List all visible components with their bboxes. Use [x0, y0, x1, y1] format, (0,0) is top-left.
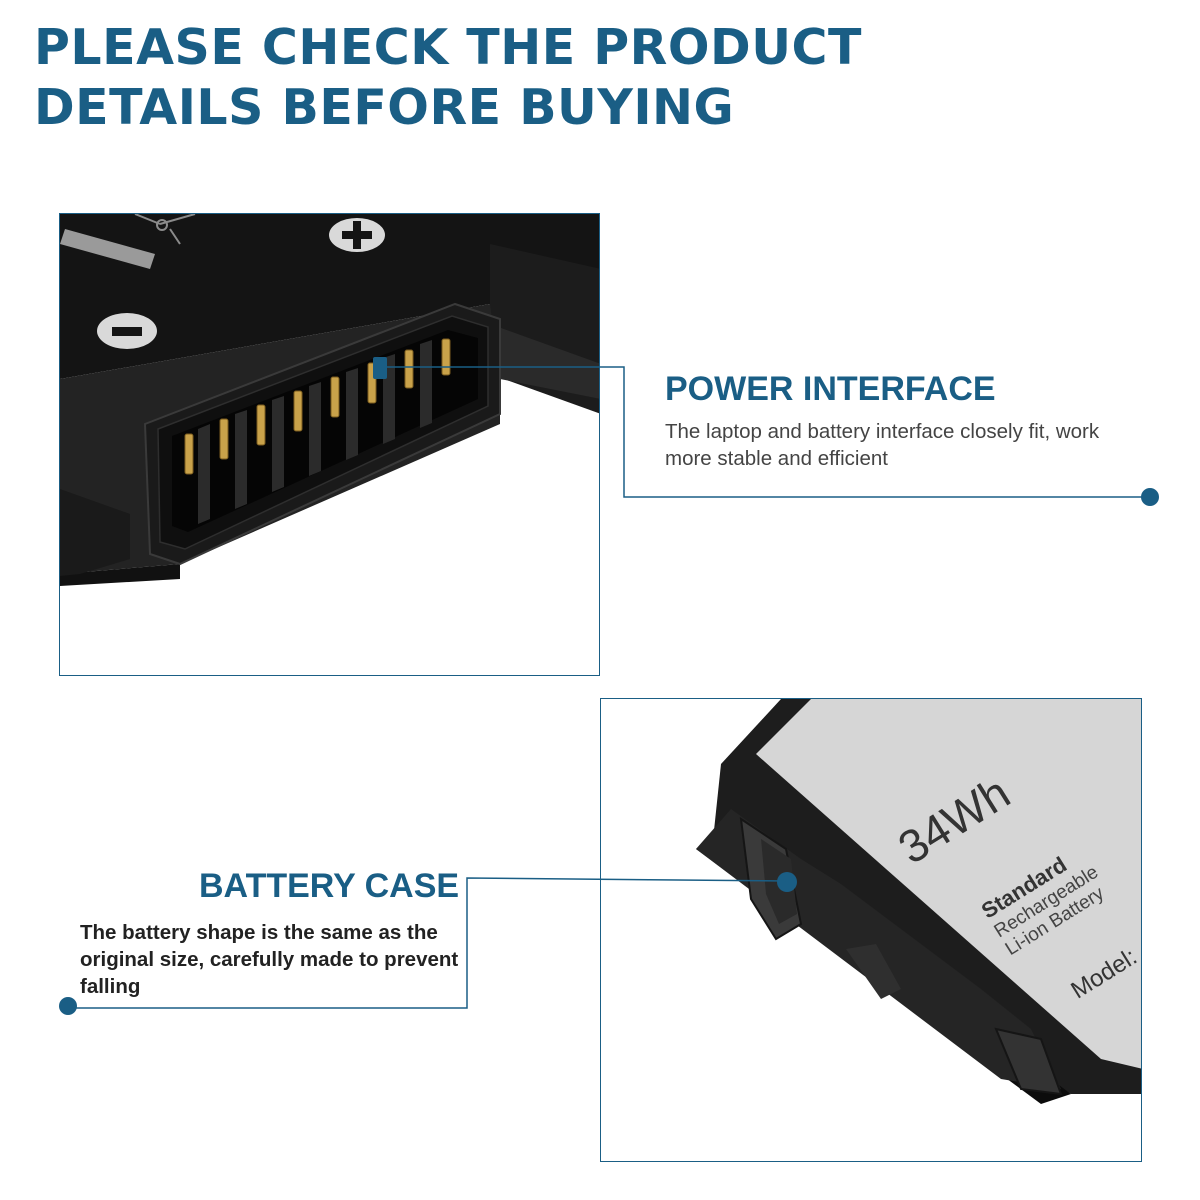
case-desc-line-2: original size, carefully made to prevent [80, 948, 459, 971]
power-connector-illustration [60, 214, 599, 586]
power-interface-photo [59, 213, 600, 676]
power-interface-title: POWER INTERFACE [665, 370, 996, 408]
battery-case-illustration: 34Wh Standard Rechargeable Li-ion Batter… [696, 699, 1141, 1104]
battery-case-photo: 34Wh Standard Rechargeable Li-ion Batter… [600, 698, 1142, 1162]
battery-case-description: The battery shape is the same as the ori… [80, 919, 458, 1000]
headline-line-2: DETAILS BEFORE BUYING [34, 79, 735, 136]
headline-line-1: PLEASE CHECK THE PRODUCT [34, 19, 862, 76]
power-callout-dot [1141, 488, 1159, 506]
case-desc-line-3: falling [80, 975, 141, 998]
power-desc-line-1: The laptop and battery interface closely… [665, 420, 1100, 443]
power-interface-description: The laptop and battery interface closely… [665, 418, 1099, 472]
case-callout-dot [59, 997, 77, 1015]
page-headline: PLEASE CHECK THE PRODUCT DETAILS BEFORE … [34, 18, 862, 138]
battery-case-title: BATTERY CASE [199, 867, 460, 905]
power-desc-line-2: more stable and efficient [665, 447, 888, 470]
case-desc-line-1: The battery shape is the same as the [80, 921, 438, 944]
